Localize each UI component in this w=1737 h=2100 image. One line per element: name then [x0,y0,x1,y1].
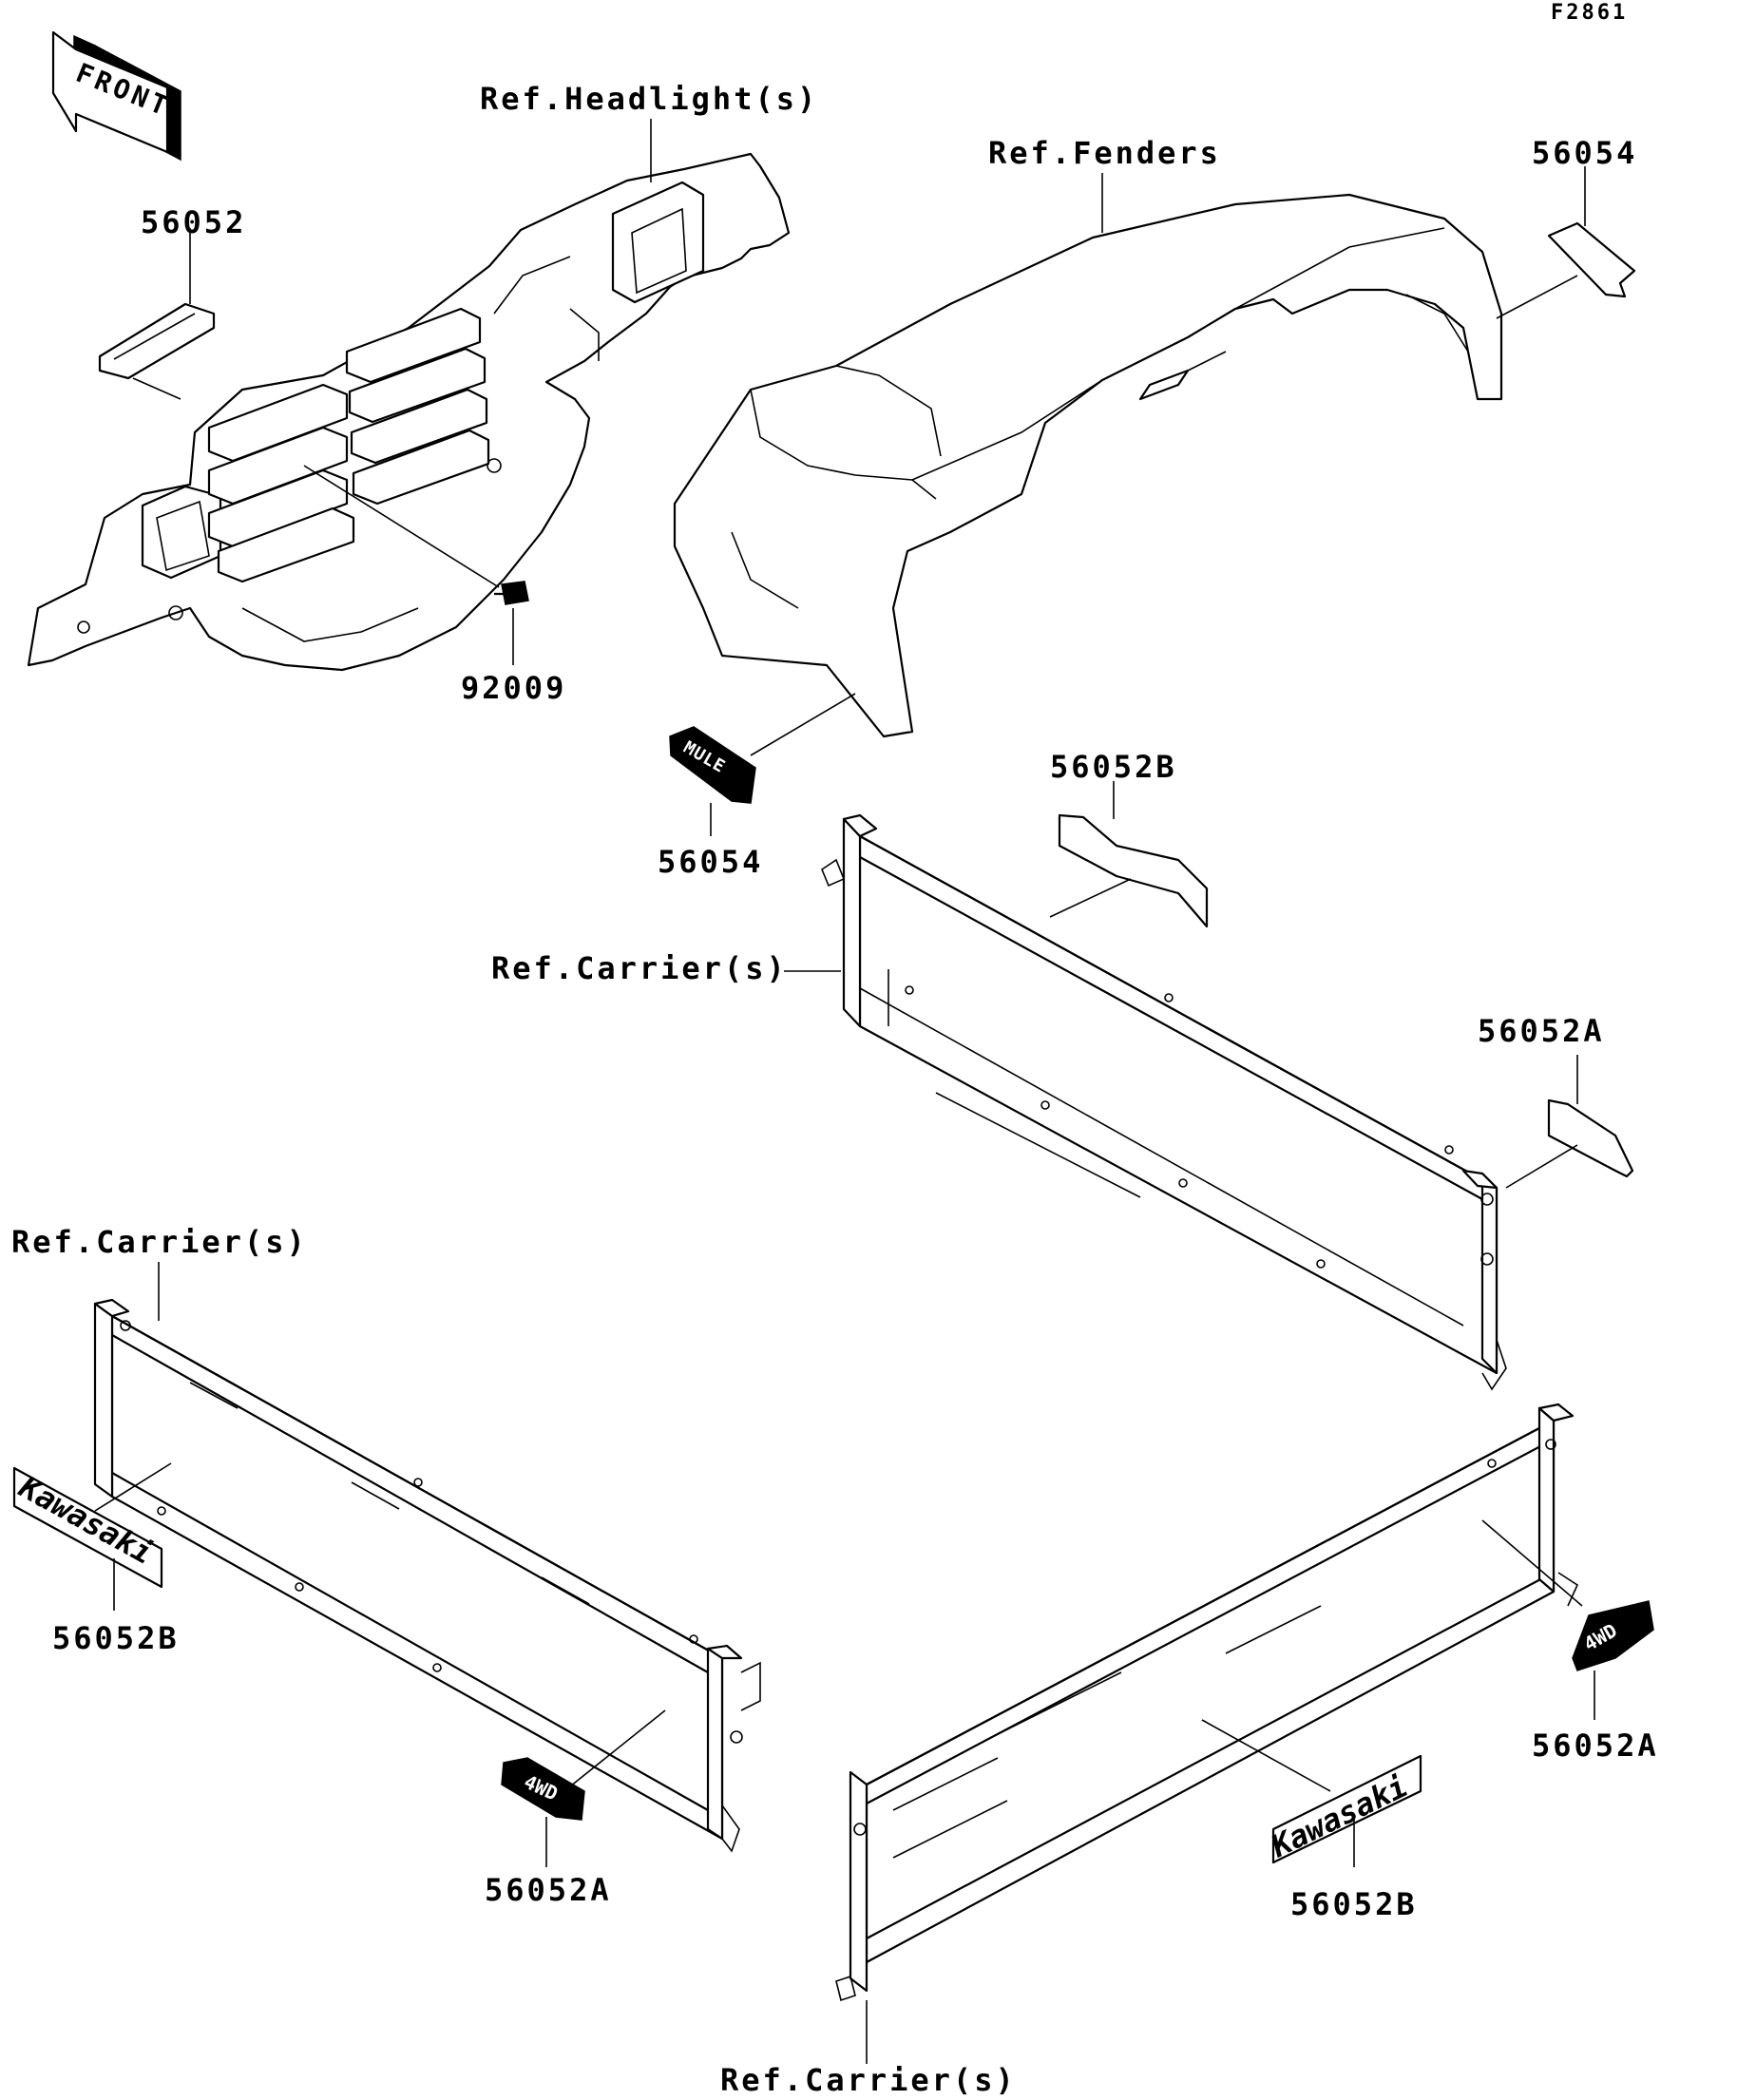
part-56052-bracket [98,228,216,400]
part-56052A-left-decal: 4WD [501,1709,666,1867]
label-ref-carrier-bottom: Ref.Carrier(s) [720,2062,1017,2095]
label-ref-carrier-mid: Ref.Carrier(s) [491,950,788,986]
label-56052A-left: 56052A [485,1872,612,1908]
label-56054-top: 56054 [1532,135,1637,171]
fenders-body [673,193,1503,738]
label-56054-mid: 56054 [658,844,763,880]
grille-vents [207,307,490,583]
part-56052B-mid-decal [1049,781,1209,928]
label-ref-fenders: Ref.Fenders [988,135,1221,171]
carrier-panel-bottom [835,1403,1579,2002]
screw-92009-icon [303,465,529,665]
label-56052B-mid: 56052B [1050,749,1177,785]
carrier-panel-left [93,1298,761,1853]
label-ref-carrier-left: Ref.Carrier(s) [11,1224,308,1260]
label-ref-headlights: Ref.Headlight(s) [480,81,818,117]
figure-id: F2861 [1551,1,1628,25]
label-56052A-right: 56052A [1532,1728,1659,1764]
part-56054-mule-decal: MULE [669,693,856,836]
label-56052-top: 56052 [141,204,246,240]
label-56052B-left: 56052B [52,1620,180,1656]
label-56052B-right: 56052B [1290,1886,1418,1922]
part-56054-top-decal [1496,166,1636,319]
label-92009: 92009 [461,670,566,706]
part-56052A-right-decal: 4WD [1481,1519,1654,1720]
front-cowl [27,152,791,672]
label-56052A-mid: 56052A [1478,1013,1605,1049]
front-arrow-icon: FRONT [51,30,181,162]
carrier-panel-middle [821,813,1507,1391]
part-56052A-mid-decal [1505,1055,1634,1189]
kawasaki-right-decal-text: Kawasaki [1265,1767,1413,1864]
